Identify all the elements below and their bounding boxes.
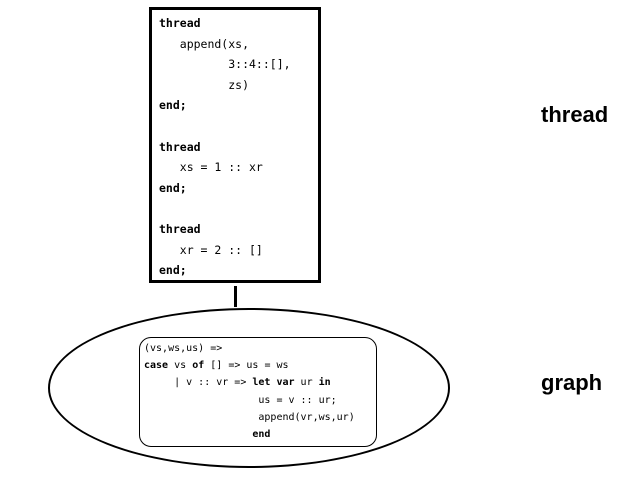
thread-code-box: thread append(xs, 3::4::[], zs)end;threa… <box>149 7 321 283</box>
graph-code-line: append(vr,ws,ur) <box>144 411 355 424</box>
thread-code-line: thread <box>159 16 201 30</box>
keyword-token: case <box>144 360 169 372</box>
code-token: | v :: vr => <box>144 377 253 389</box>
thread-code-line: end; <box>159 263 187 278</box>
code-token: vs <box>168 360 193 372</box>
graph-code-line: | v :: vr => let var ur in <box>144 377 331 389</box>
thread-code-line: xs = 1 :: xr <box>159 160 263 175</box>
keyword-token: end <box>252 429 271 440</box>
graph-code-box: (vs,ws,us) => case vs of [] => us = ws | … <box>139 337 377 447</box>
code-token: append(vr,ws,ur) <box>144 411 355 423</box>
thread-code-line: thread <box>159 139 201 154</box>
thread-code-line: append(xs, <box>159 36 250 51</box>
code-token: (vs,ws,us) => <box>144 343 223 354</box>
connector-line <box>234 286 237 307</box>
thread-code-line: end; <box>159 98 187 113</box>
code-token <box>144 429 252 440</box>
graph-code-line: us = v :: ur; <box>144 394 337 407</box>
thread-code-line: 3::4::[], <box>159 57 291 72</box>
keyword-token: of <box>192 360 205 372</box>
graph-label: graph <box>541 370 603 395</box>
code-token: us = v :: ur; <box>144 394 337 406</box>
code-token: [] => us = ws <box>204 360 289 372</box>
graph-code-line: case vs of [] => us = ws <box>144 360 289 372</box>
thread-code-line: zs) <box>159 77 250 92</box>
thread-label: thread <box>541 102 609 127</box>
thread-code-line: xr = 2 :: [] <box>159 242 263 257</box>
graph-code-line: (vs,ws,us) => <box>144 343 222 355</box>
thread-code-line: thread <box>159 222 201 236</box>
graph-code-line: end <box>144 429 270 441</box>
code-token: ur <box>294 377 319 389</box>
keyword-token: let var <box>252 377 295 389</box>
keyword-token: in <box>318 377 331 389</box>
thread-code-line: end; <box>159 180 187 195</box>
